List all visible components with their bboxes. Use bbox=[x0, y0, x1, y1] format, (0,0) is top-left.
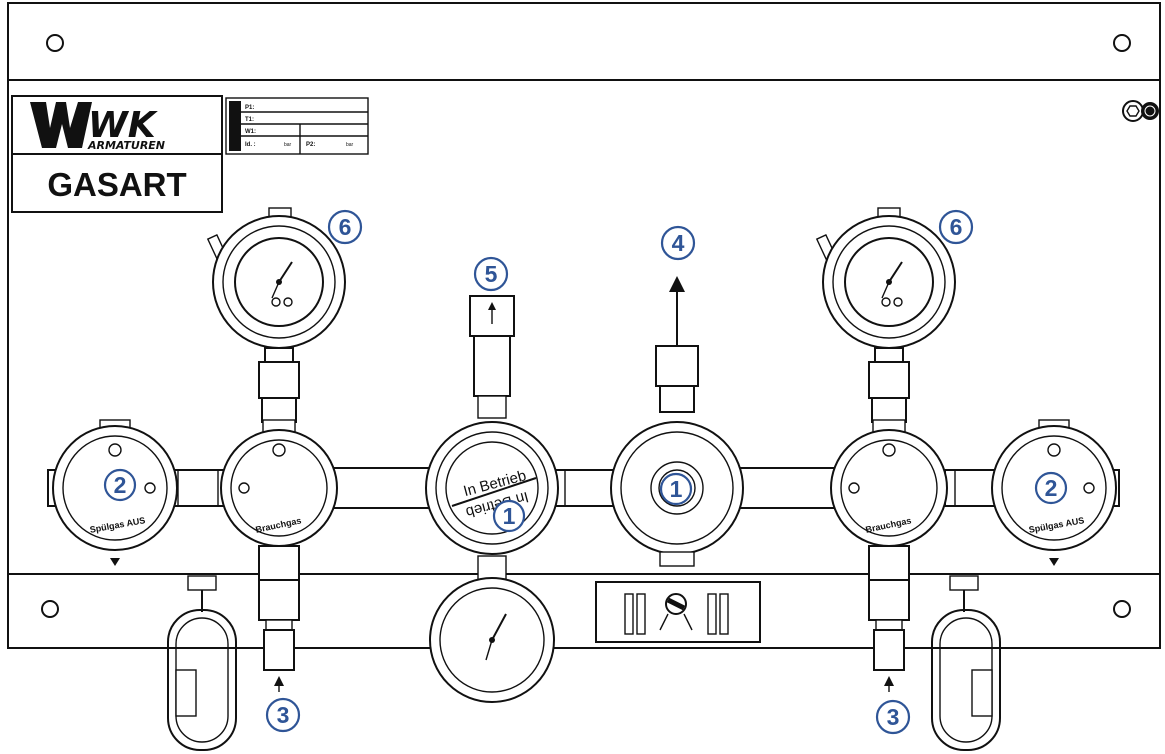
central-pressure-regulator: In Betrieb In Betrieb bbox=[425, 295, 559, 703]
manifold-pipes bbox=[47, 467, 1120, 509]
mounting-panel bbox=[7, 2, 1161, 649]
callout-6-right: 6 bbox=[938, 209, 974, 245]
logo-block: WK ARMATUREN GASART bbox=[11, 95, 223, 213]
svg-text:4: 4 bbox=[672, 230, 685, 256]
right-main-valve: Brauchgas bbox=[830, 419, 948, 692]
logo-subtext: ARMATUREN bbox=[87, 139, 165, 152]
form-row-3: W1: bbox=[245, 129, 256, 135]
callout-3-right: 3 bbox=[875, 699, 911, 735]
form-row-2: T1: bbox=[245, 117, 254, 123]
svg-text:5: 5 bbox=[485, 261, 498, 287]
mounting-holes bbox=[41, 34, 1131, 618]
svg-text:2: 2 bbox=[114, 472, 127, 498]
callout-1-regulator: 1 bbox=[492, 499, 526, 533]
callout-2-right: 2 bbox=[1034, 471, 1068, 505]
callout-2-left: 2 bbox=[103, 468, 137, 502]
connector-screws bbox=[1122, 100, 1159, 122]
callout-5: 5 bbox=[473, 256, 509, 292]
callout-1-outlet: 1 bbox=[659, 472, 693, 506]
callout-3-left: 3 bbox=[265, 697, 301, 733]
logo-text: WK bbox=[88, 105, 159, 146]
outlet-valve bbox=[610, 276, 744, 567]
form-unit-2: bar bbox=[346, 142, 354, 148]
form-unit-1: bar bbox=[284, 142, 292, 148]
callout-4: 4 bbox=[660, 225, 696, 261]
svg-text:3: 3 bbox=[887, 704, 900, 730]
form-id: Id. : bbox=[245, 142, 256, 148]
svg-text:6: 6 bbox=[950, 214, 963, 240]
left-main-valve: Brauchgas bbox=[220, 419, 338, 692]
form-p2: P2: bbox=[306, 142, 315, 148]
callout-6-left: 6 bbox=[327, 209, 363, 245]
svg-text:2: 2 bbox=[1045, 475, 1058, 501]
right-safety-chain bbox=[931, 575, 1001, 751]
left-pressure-gauge bbox=[206, 207, 346, 423]
left-safety-chain bbox=[167, 575, 237, 751]
id-form-label: P1: T1: W1: Id. : bar P2: bar bbox=[225, 97, 369, 155]
form-row-1: P1: bbox=[245, 105, 254, 111]
warning-placard bbox=[595, 581, 761, 643]
svg-text:1: 1 bbox=[670, 476, 683, 502]
logo-mark bbox=[30, 102, 92, 148]
svg-text:1: 1 bbox=[503, 503, 516, 529]
right-pressure-gauge bbox=[815, 207, 956, 423]
gas-type-label: GASART bbox=[47, 166, 186, 203]
svg-text:3: 3 bbox=[277, 702, 290, 728]
svg-text:6: 6 bbox=[339, 214, 352, 240]
